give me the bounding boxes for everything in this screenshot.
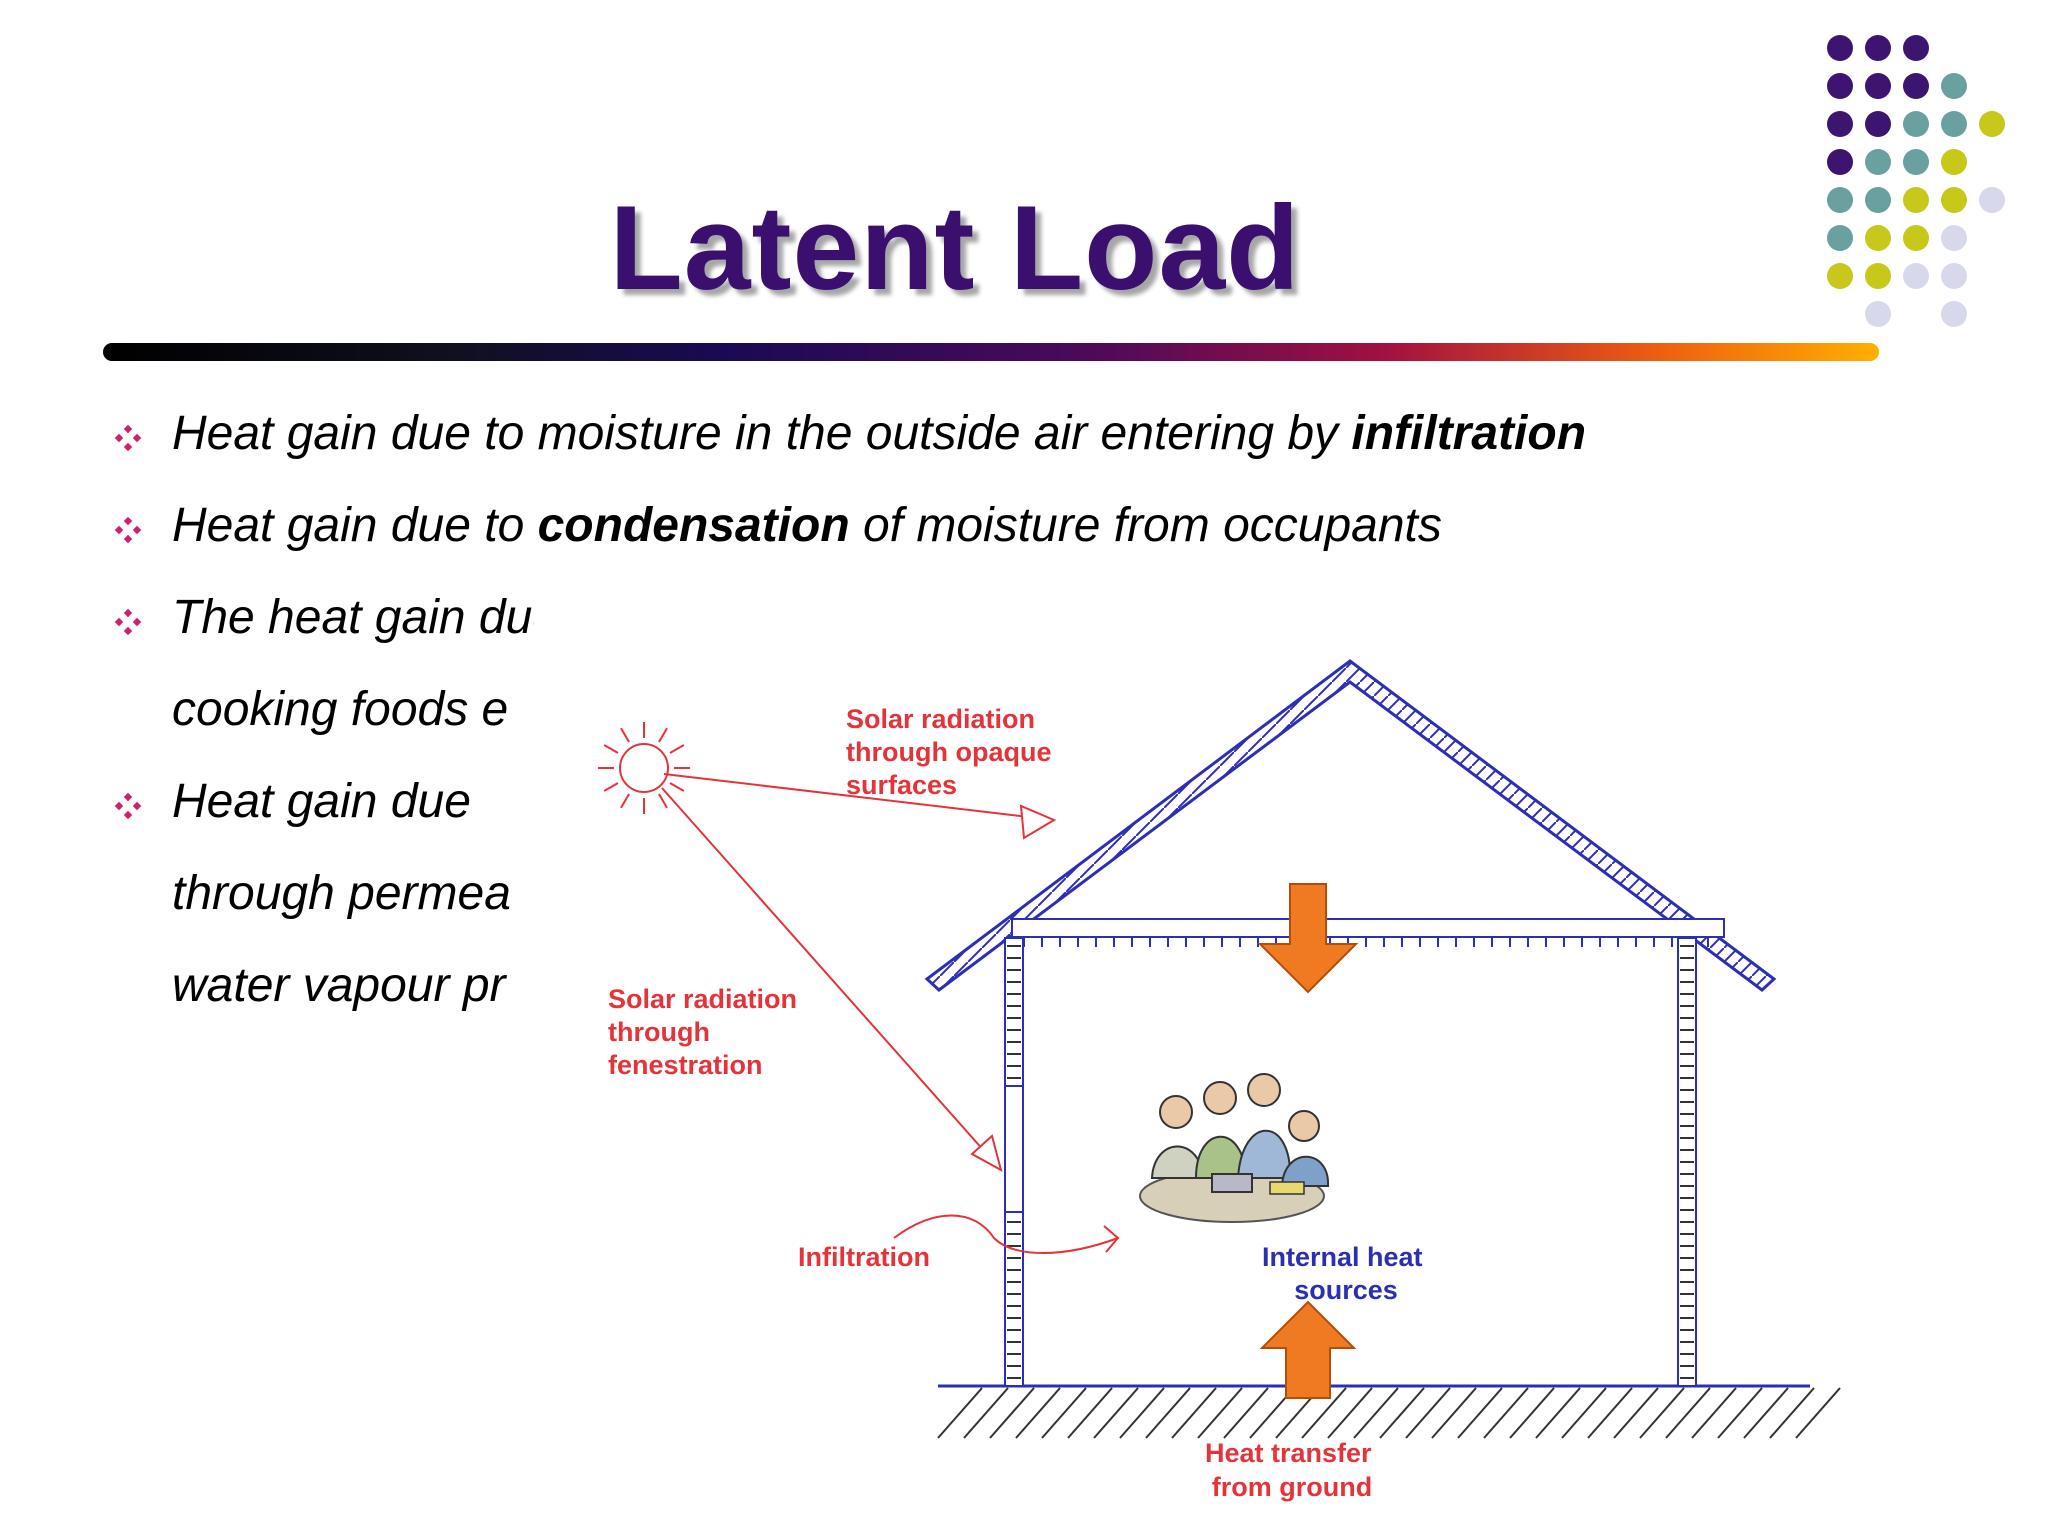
decorative-dot bbox=[1865, 35, 1891, 61]
bullet-continuation: water vapour pr bbox=[172, 959, 506, 1012]
bullet-emphasis: condensation bbox=[537, 499, 850, 552]
decorative-dot bbox=[1865, 111, 1891, 137]
people-at-table-icon bbox=[1139, 1073, 1330, 1223]
decorative-dot bbox=[1865, 73, 1891, 99]
diamond-bullet-icon bbox=[114, 608, 142, 636]
decorative-dot bbox=[1979, 187, 2005, 213]
title-divider-bar bbox=[103, 343, 1879, 361]
bullet-continuation: through permea bbox=[172, 867, 511, 920]
diamond-bullet-icon bbox=[114, 516, 142, 544]
decorative-dot bbox=[1827, 187, 1853, 213]
bullet-emphasis: infiltration bbox=[1351, 407, 1587, 460]
decorative-dot bbox=[1827, 73, 1853, 99]
bullet-continuation: cooking foods e bbox=[172, 683, 509, 736]
infiltration-arrow bbox=[893, 1214, 1120, 1254]
decorative-dot bbox=[1827, 149, 1853, 175]
sun-icon bbox=[598, 722, 690, 814]
solar-fenestration-arrow bbox=[661, 787, 1003, 1173]
decorative-dot bbox=[1865, 263, 1891, 289]
decorative-dot bbox=[1941, 149, 1967, 175]
bullet-item: Heat gain due to condensation of moistur… bbox=[112, 480, 1892, 572]
decorative-dot bbox=[1903, 263, 1929, 289]
label-solar-fenestration: Solar radiation through fenestration bbox=[608, 984, 805, 1080]
label-internal-heat-sources: Internal heat sources bbox=[1262, 1242, 1430, 1305]
up-heat-arrow-icon bbox=[1259, 1300, 1357, 1399]
decorative-dot bbox=[1827, 225, 1853, 251]
label-infiltration: Infiltration bbox=[798, 1242, 930, 1272]
decorative-dot bbox=[1827, 35, 1853, 61]
decorative-dot bbox=[1941, 111, 1967, 137]
bullet-text: Heat gain due to bbox=[172, 499, 538, 552]
house-heat-load-figure: Solar radiation through opaque surfaces … bbox=[534, 598, 1914, 1536]
decorative-dot bbox=[1941, 187, 1967, 213]
decorative-dot bbox=[1903, 73, 1929, 99]
decorative-dot bbox=[1865, 301, 1891, 327]
roof bbox=[924, 659, 1777, 992]
solar-opaque-arrow bbox=[663, 773, 1057, 840]
ground-hatch bbox=[937, 1384, 1841, 1439]
decorative-dot bbox=[1827, 263, 1853, 289]
decorative-dot bbox=[1941, 225, 1967, 251]
decorative-dot bbox=[1865, 225, 1891, 251]
down-heat-arrow-icon bbox=[1257, 883, 1359, 994]
right-wall bbox=[1677, 937, 1697, 1387]
decorative-dot bbox=[1865, 149, 1891, 175]
decorative-dot bbox=[1979, 111, 2005, 137]
diamond-bullet-icon bbox=[114, 424, 142, 452]
house-diagram: Solar radiation through opaque surfaces … bbox=[598, 659, 1841, 1502]
decorative-dot bbox=[1903, 111, 1929, 137]
decorative-dot bbox=[1903, 35, 1929, 61]
left-wall bbox=[1004, 937, 1024, 1387]
bullet-text: Heat gain due to moisture in the outside… bbox=[172, 407, 1352, 460]
bullet-item: Heat gain due to moisture in the outside… bbox=[112, 388, 1892, 480]
diamond-bullet-icon bbox=[114, 792, 142, 820]
decorative-dot bbox=[1903, 149, 1929, 175]
decorative-dot bbox=[1865, 187, 1891, 213]
decorative-dot bbox=[1941, 73, 1967, 99]
decorative-dot bbox=[1903, 187, 1929, 213]
bullet-text: Heat gain due bbox=[172, 775, 471, 828]
label-solar-opaque: Solar radiation through opaque surfaces bbox=[846, 704, 1059, 800]
ceiling-beam bbox=[1011, 918, 1725, 938]
label-heat-from-ground: Heat transfer from ground bbox=[1205, 1438, 1379, 1502]
decorative-dot bbox=[1941, 263, 1967, 289]
decorative-dot bbox=[1941, 301, 1967, 327]
decorative-dot-grid bbox=[1827, 35, 2005, 327]
slide-title: Latent Load bbox=[609, 181, 1301, 315]
decorative-dot bbox=[1827, 111, 1853, 137]
bullet-text: of moisture from occupants bbox=[849, 499, 1442, 552]
decorative-dot bbox=[1903, 225, 1929, 251]
bullet-item: Heat gain due bbox=[112, 756, 1892, 848]
